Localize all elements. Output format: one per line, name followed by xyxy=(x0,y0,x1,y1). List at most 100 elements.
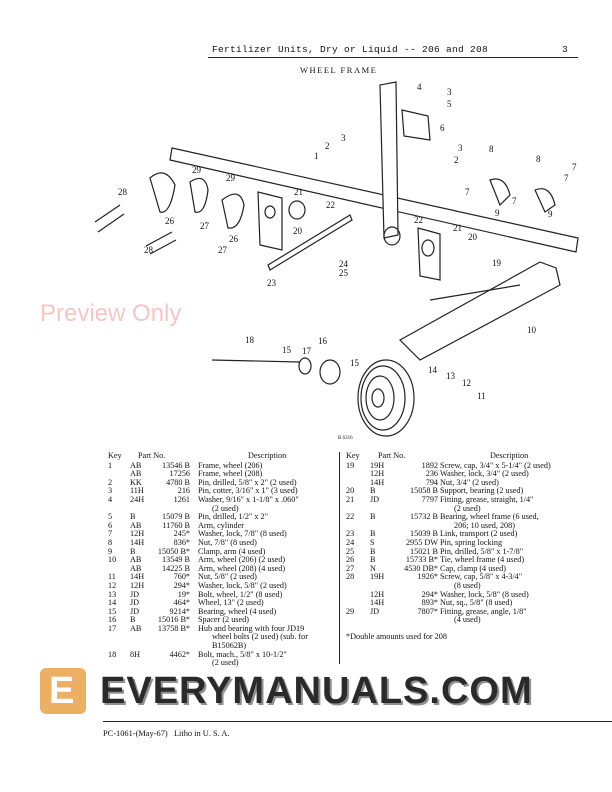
part-description: Nut, sq., 5/8" (8 used) xyxy=(440,598,513,608)
part-description: Washer, lock, 5/8" (2 used) xyxy=(198,580,287,590)
part-description: Frame, wheel (206) xyxy=(198,460,263,470)
part-number: 15058 B xyxy=(410,486,438,496)
part-prefix: 19H xyxy=(370,572,385,582)
part-number: 7797 xyxy=(421,494,438,504)
part-prefix: JD xyxy=(370,606,380,616)
watermark-text: EVERYMANUALS.COM xyxy=(100,670,533,712)
part-number: 464* xyxy=(173,598,190,608)
part-number: 11760 B xyxy=(162,520,190,530)
part-description: Washer, 9/16" x 1-1/8" x .060" xyxy=(198,494,299,504)
cylinder-arm-plate xyxy=(379,81,399,239)
part-prefix: B xyxy=(130,546,136,556)
part-description: wheel bolts (2 used) (sub. for xyxy=(212,632,308,642)
callout-4: 4 xyxy=(417,82,422,92)
part-description: 206; 10 used, 208) xyxy=(454,520,515,530)
part-number: 2955 DW xyxy=(405,537,438,547)
part-key: 26 xyxy=(346,555,355,565)
part-prefix: JD xyxy=(130,606,140,616)
callout-7: 7 xyxy=(512,196,517,206)
callout-29: 29 xyxy=(192,165,202,175)
wheel xyxy=(357,359,415,437)
part-key: 18 xyxy=(108,649,117,659)
callout-23: 23 xyxy=(267,278,277,288)
callout-22: 22 xyxy=(326,200,335,210)
callout-28: 28 xyxy=(144,245,154,255)
part-prefix: JD xyxy=(130,598,140,608)
callout-26: 26 xyxy=(229,234,239,244)
column-header-part: Part No. xyxy=(378,451,406,460)
part-key: 19 xyxy=(346,460,355,470)
part-key: 17 xyxy=(108,623,117,633)
part-number: 19* xyxy=(177,589,190,599)
part-number: 294* xyxy=(173,580,190,590)
part-description: Fitting, grease, angle, 1/8" xyxy=(440,606,527,616)
callout-29: 29 xyxy=(226,173,236,183)
part-key: 22 xyxy=(346,512,355,522)
part-number: 4530 DB* xyxy=(404,563,438,573)
part-key: 10 xyxy=(108,555,117,565)
main-frame-bar xyxy=(169,147,579,253)
part-description: Screw, cap, 5/8" x 4-3/4" xyxy=(440,572,523,582)
column-header-part: Part No. xyxy=(138,451,166,460)
column-header-key: Key xyxy=(346,451,360,460)
part-key: 23 xyxy=(346,529,355,539)
part-number: 13549 B xyxy=(162,555,190,565)
part-prefix: B xyxy=(130,512,136,522)
part-key: 28 xyxy=(346,572,355,582)
part-prefix: 14H xyxy=(130,572,145,582)
callout-7: 7 xyxy=(564,173,569,183)
callout-22: 22 xyxy=(414,215,423,225)
part-prefix: JD xyxy=(130,589,140,599)
part-description: Bolt, mach., 5/8" x 10-1/2" xyxy=(198,649,287,659)
part-prefix: 24H xyxy=(130,494,145,504)
part-description: Washer, lock, 7/8" (8 used) xyxy=(198,529,287,539)
part-description: Bearing, wheel frame (6 used, xyxy=(440,512,539,522)
part-prefix: B xyxy=(370,529,376,539)
part-description: Pin, spring locking xyxy=(440,537,503,547)
column-divider xyxy=(339,452,340,664)
page-header-title: Fertilizer Units, Dry or Liquid -- 206 a… xyxy=(212,44,489,55)
part-description: (2 used) xyxy=(212,658,239,668)
part-description: Washer, lock, 3/4" (2 used) xyxy=(440,469,529,479)
transport-link xyxy=(267,214,353,271)
callout-9: 9 xyxy=(495,208,500,218)
part-description: Arm, cylinder xyxy=(198,520,244,530)
part-description: Pin, drilled, 5/8" x 1-7/8" xyxy=(440,546,524,556)
section-title: WHEEL FRAME xyxy=(300,65,378,75)
part-prefix: KK xyxy=(130,477,142,487)
part-number: 7807* xyxy=(417,606,438,616)
figure-id: B 6316 xyxy=(338,436,353,441)
part-description: (2 used) xyxy=(454,503,481,513)
part-number: 15021 B xyxy=(410,546,438,556)
part-key: 16 xyxy=(108,615,117,625)
part-description: Link, transport (2 used) xyxy=(440,529,518,539)
part-description: Pin, drilled, 5/8" x 2" (2 used) xyxy=(198,477,297,487)
footer-rule xyxy=(103,721,612,722)
callout-17: 17 xyxy=(302,346,312,356)
column-header-desc: Description xyxy=(490,451,529,460)
callout-5: 5 xyxy=(447,99,452,109)
part-key: 9 xyxy=(108,546,113,556)
part-key: 14 xyxy=(108,598,117,608)
preview-watermark: Preview Only xyxy=(40,300,182,327)
callout-15: 15 xyxy=(350,358,360,368)
callout-3: 3 xyxy=(341,133,346,143)
part-prefix: AB xyxy=(130,469,142,479)
